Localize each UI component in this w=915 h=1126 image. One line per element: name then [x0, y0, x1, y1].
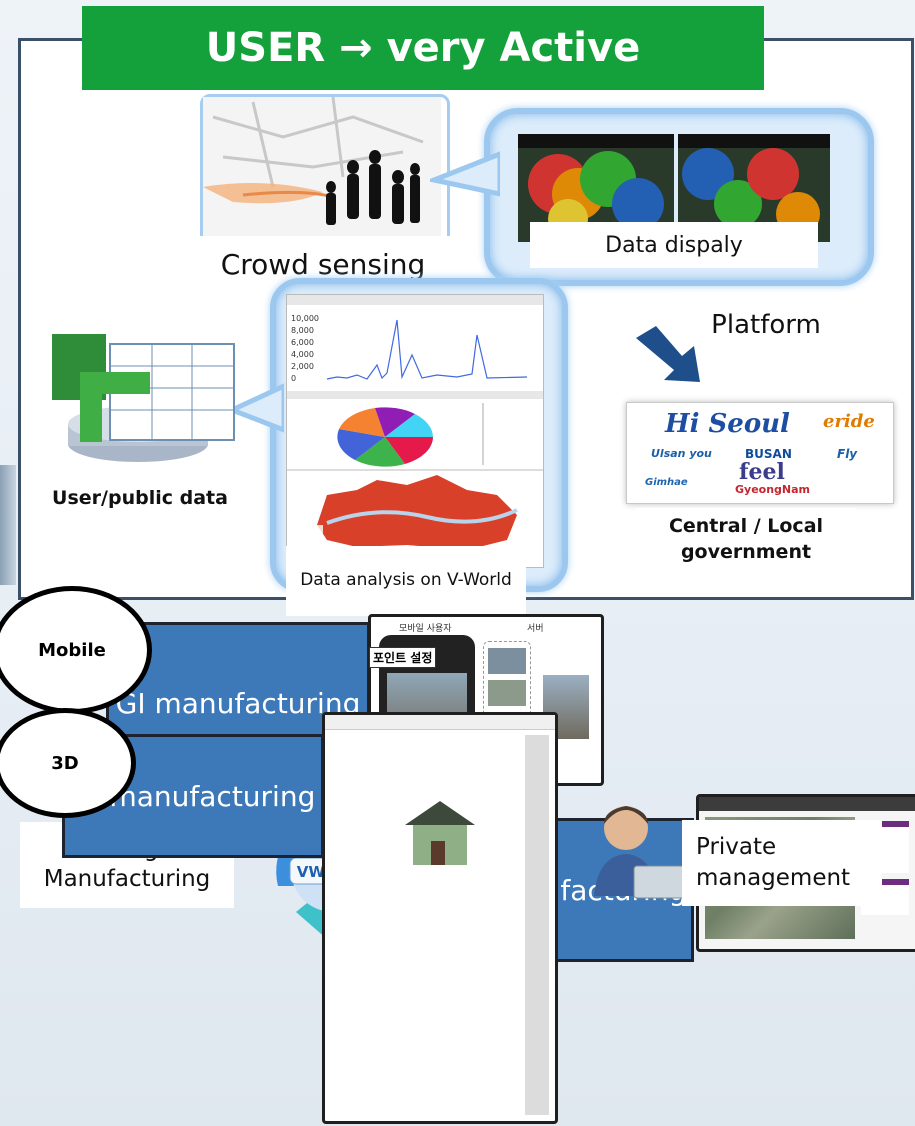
database-icon	[40, 332, 236, 472]
arrow-down-right-icon	[636, 326, 700, 382]
y-tick-1: 8,000	[291, 326, 314, 335]
logo-feel: feel	[739, 459, 785, 485]
person-computer-icon	[594, 806, 687, 899]
y-tick-0: 10,000	[291, 314, 319, 323]
logo-hiseoul: Hi Seoul	[665, 409, 790, 439]
y-tick-3: 4,000	[291, 350, 314, 359]
page-title: USER → very Active	[82, 6, 764, 90]
mobile-user-header: 모바일 사용자	[399, 624, 452, 634]
point-setting-label: 포인트 설정	[369, 647, 437, 668]
side-arrow-decoration	[0, 465, 16, 585]
y-tick-2: 6,000	[291, 338, 314, 347]
y-tick-4: 2,000	[291, 362, 314, 371]
y-tick-5: 0	[291, 374, 296, 383]
3d-circle: 3D	[0, 708, 136, 818]
logo-gyeongnam: GyeongNam	[735, 483, 811, 496]
government-logos-panel: Hi Seoul eride Ulsan you BUSAN Fly Gimha…	[626, 402, 894, 504]
3d-modeling-screenshot	[322, 712, 558, 1124]
user-public-data-label: User/public data	[22, 478, 258, 518]
logo-ulsan: Ulsan you	[651, 447, 712, 460]
private-management-label: Private management	[682, 820, 882, 906]
crowd-sensing-image	[200, 94, 450, 250]
logo-busan: BUSAN	[745, 447, 792, 461]
platform-label: Platform	[668, 292, 864, 358]
bubble-tail-icon	[430, 151, 500, 197]
logo-fly: Fly	[837, 447, 858, 461]
mobile-circle: Mobile	[0, 586, 152, 714]
data-analysis-label: Data analysis on V-World	[286, 546, 526, 616]
logo-erido: eride	[823, 411, 875, 432]
analysis-bubble-tail-icon	[228, 383, 284, 433]
data-display-label: Data dispaly	[530, 222, 818, 268]
toolbar-strip	[525, 735, 549, 1115]
server-header: 서버	[527, 624, 544, 634]
central-local-label: Central / Local government	[636, 508, 856, 572]
house-model-image	[405, 801, 475, 865]
analysis-screenshot: 10,000 8,000 6,000 4,000 2,000 0	[286, 294, 544, 568]
logo-gimhae: Gimhae	[645, 477, 688, 488]
